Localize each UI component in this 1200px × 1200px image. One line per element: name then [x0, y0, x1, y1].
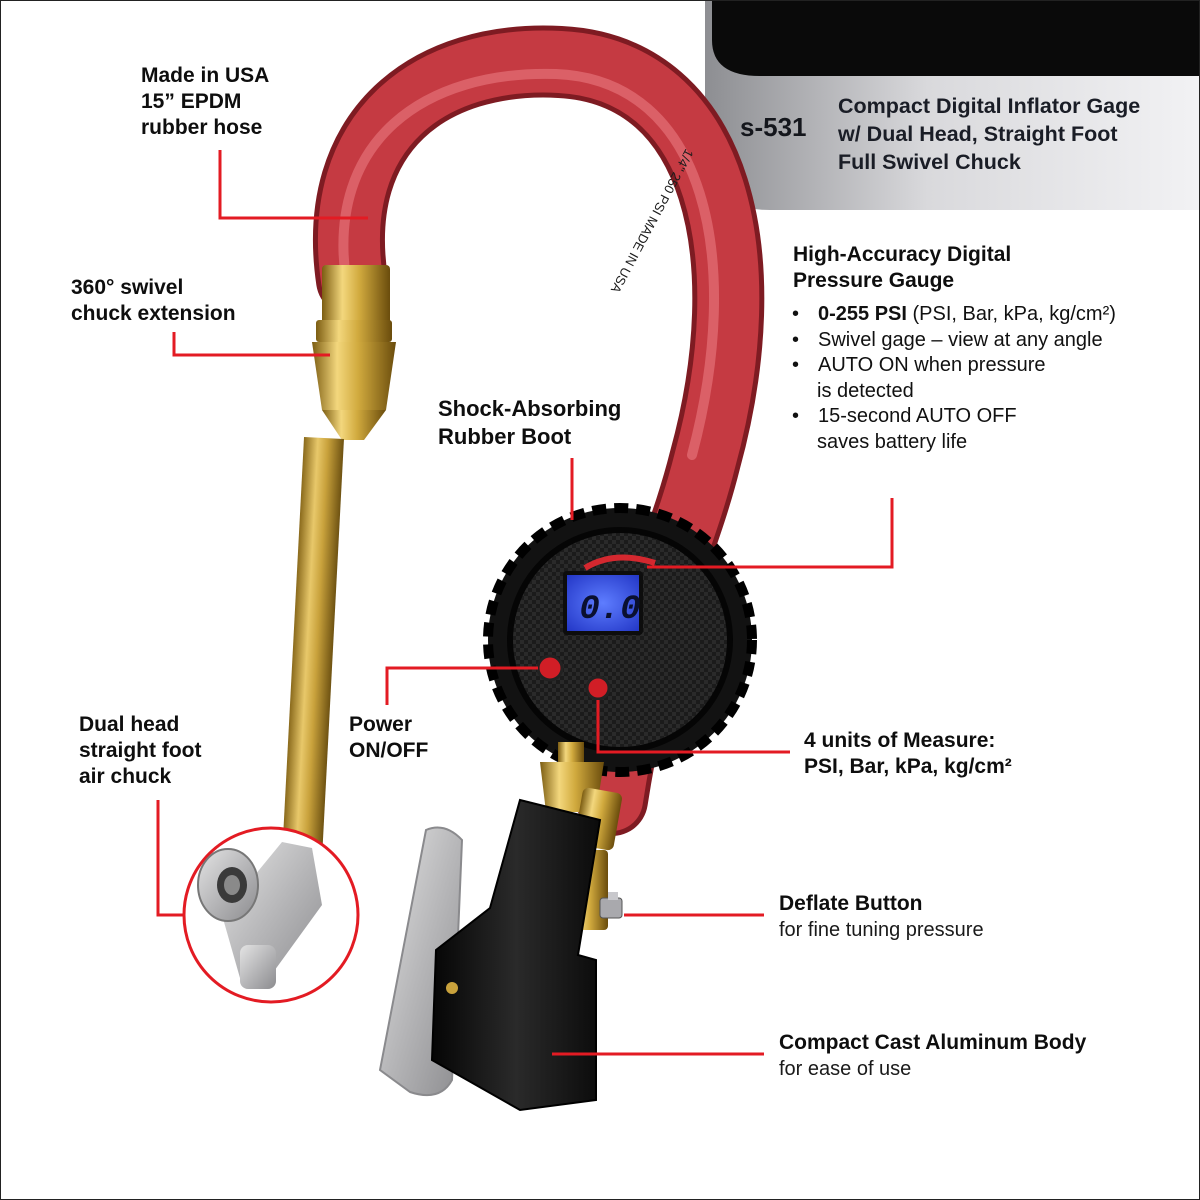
units-callout: 4 units of Measure: PSI, Bar, kPa, kg/cm…	[804, 728, 1012, 780]
gauge-face	[507, 527, 733, 753]
callout-line-text: rubber hose	[141, 116, 263, 139]
callout-subtitle: for fine tuning pressure	[779, 919, 984, 941]
air-chuck-head	[182, 826, 360, 1004]
bullet: •	[792, 405, 800, 427]
callout-title: Deflate Button	[779, 892, 923, 915]
cast-aluminum-body	[430, 798, 602, 1112]
product-title-line: w/ Dual Head, Straight Foot	[838, 122, 1118, 146]
callout-line-text: PSI, Bar, kPa, kg/cm²	[804, 755, 1012, 778]
feature-text: Swivel gage – view at any angle	[818, 328, 1103, 351]
feature-continuation: saves battery life	[817, 430, 968, 453]
callout-line-text: ON/OFF	[349, 739, 429, 762]
callout-line-text: 4 units of Measure:	[804, 729, 996, 752]
bullet: •	[792, 328, 800, 351]
lcd-screen	[567, 575, 639, 631]
callout-line-text: Made in USA	[141, 64, 270, 87]
feature-continuation: is detected	[817, 379, 914, 402]
hose-callout: Made in USA 15” EPDM rubber hose	[141, 63, 269, 141]
deflate-button[interactable]	[599, 892, 623, 919]
gauge-callout-line	[647, 498, 894, 569]
hose-print-text: 1/4" 250 PSI MADE IN USA	[608, 147, 697, 296]
digital-gauge	[483, 503, 757, 777]
hose-callout-line	[218, 150, 368, 220]
callout-subtitle: for ease of use	[779, 1058, 912, 1080]
power-callout-line	[385, 666, 538, 705]
banner-black-band	[712, 0, 1200, 76]
product-title-line: Full Swivel Chuck	[838, 150, 1021, 174]
feature-item: • AUTO ON when pressure	[792, 353, 1116, 379]
brass-pipe	[280, 436, 344, 879]
callout-line-text: 360° swivel	[71, 276, 184, 299]
bullet: •	[792, 303, 800, 325]
units-button[interactable]	[585, 675, 611, 701]
feature-text: AUTO ON when pressure	[818, 354, 1046, 376]
chuck-callout: Dual head straight foot air chuck	[79, 712, 201, 790]
bullet: •	[792, 354, 800, 376]
callout-line-text: Pressure Gauge	[793, 269, 955, 292]
callout-line-text: Dual head	[79, 713, 180, 736]
product-title: Compact Digital Inflator Gage w/ Dual He…	[838, 92, 1140, 176]
feature-item: • 0-255 PSI (PSI, Bar, kPa, kg/cm²)	[792, 302, 1116, 328]
callout-line-text: 15” EPDM	[141, 90, 242, 113]
chuck-callout-line	[156, 800, 184, 917]
pivot-pin	[446, 982, 458, 994]
swivel-callout-line	[172, 332, 330, 357]
callout-line-text: air chuck	[79, 765, 172, 788]
gauge-logo	[583, 554, 656, 571]
body-callout: Compact Cast Aluminum Body for ease of u…	[779, 1030, 1086, 1082]
pressure-range: 0-255 PSI	[818, 303, 907, 325]
callout-line-text: High-Accuracy Digital	[793, 243, 1012, 266]
callout-line-text: Rubber Boot	[438, 424, 572, 449]
power-button[interactable]	[536, 654, 564, 682]
swivel-callout: 360° swivel chuck extension	[71, 275, 236, 327]
lcd-reading: 0.0	[579, 591, 640, 629]
callout-line-text: Shock-Absorbing	[438, 396, 622, 421]
callout-line-text: Power	[349, 713, 413, 736]
title-banner	[705, 0, 1200, 210]
product-code: s-531	[740, 112, 807, 142]
feature-item: • Swivel gage – view at any angle	[792, 328, 1116, 354]
boot-callout: Shock-Absorbing Rubber Boot	[438, 395, 621, 451]
callout-title: Compact Cast Aluminum Body	[779, 1031, 1087, 1054]
feature-list: • 0-255 PSI (PSI, Bar, kPa, kg/cm²) • Swiv…	[792, 302, 1116, 455]
callout-line-text: chuck extension	[71, 302, 236, 325]
power-callout: Power ON/OFF	[349, 712, 428, 764]
product-title-line: Compact Digital Inflator Gage	[838, 94, 1141, 118]
swivel-fitting	[312, 265, 396, 440]
feature-text: 15-second AUTO OFF	[818, 405, 1017, 427]
units-callout-line	[596, 700, 790, 754]
callout-line-text: straight foot	[79, 739, 202, 762]
callout-lines	[156, 150, 894, 1056]
feature-item: • 15-second AUTO OFF	[792, 404, 1116, 430]
gauge-callout: High-Accuracy Digital Pressure Gauge	[793, 242, 1011, 294]
pressure-units: (PSI, Bar, kPa, kg/cm²)	[906, 303, 1116, 325]
deflate-callout: Deflate Button for fine tuning pressure	[779, 891, 984, 943]
